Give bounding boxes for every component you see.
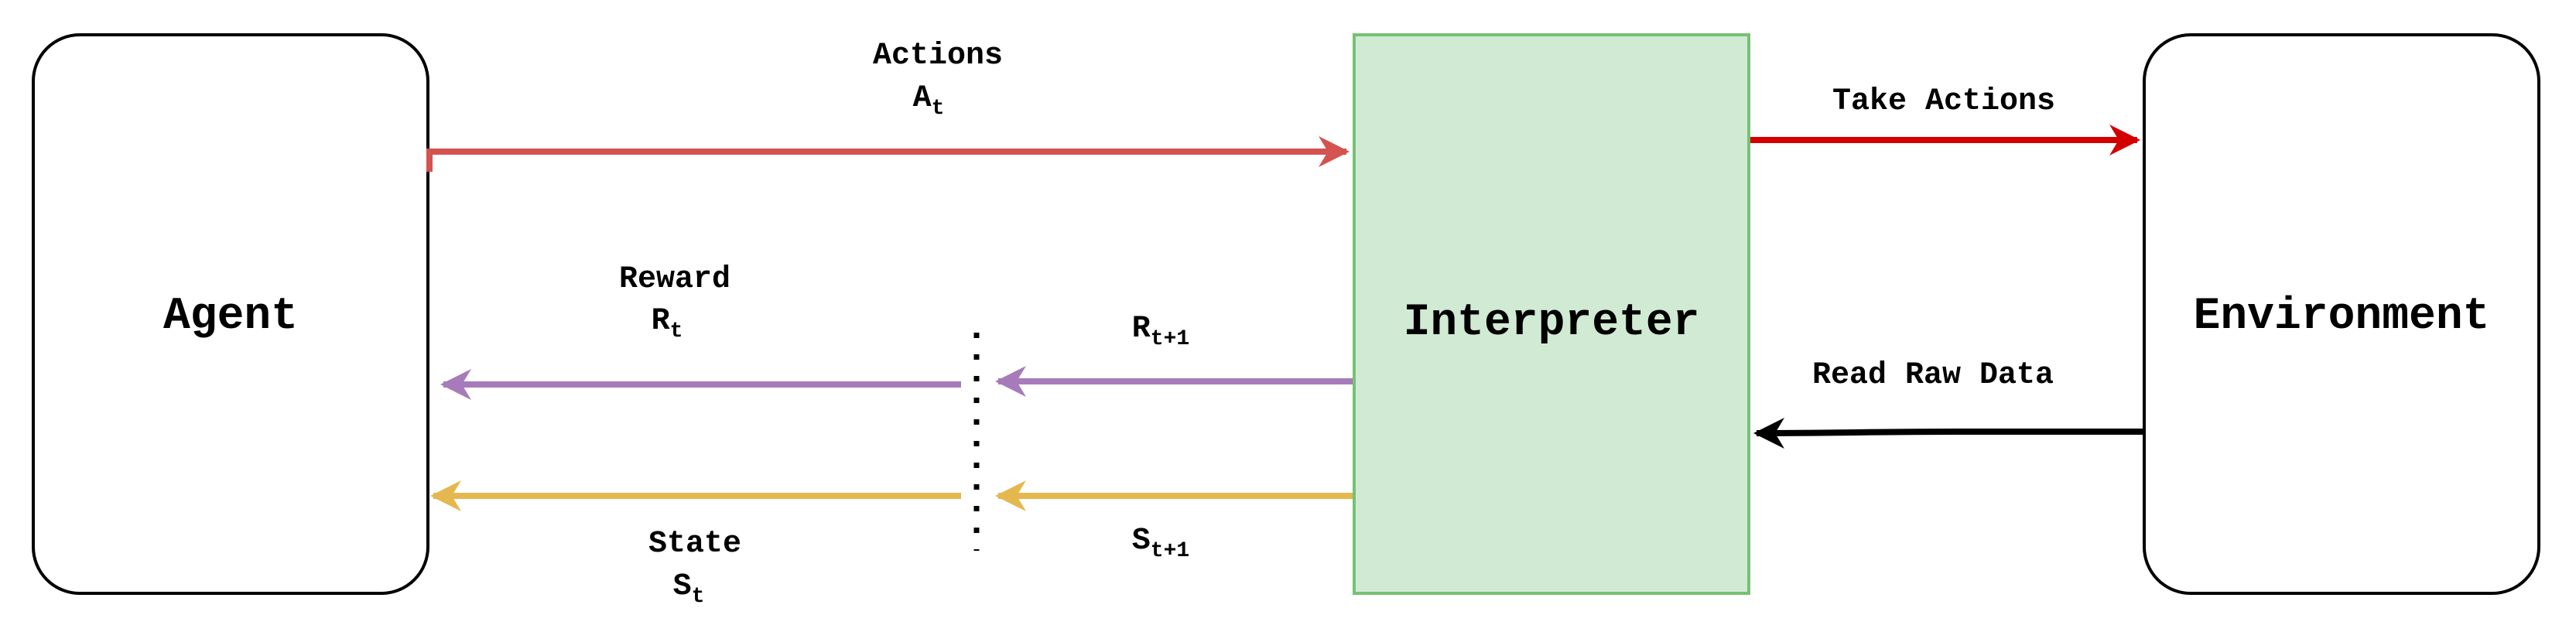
- environment-box: [2143, 33, 2540, 595]
- state-subscript: t: [692, 585, 705, 609]
- reward-next-symbol-letter: R: [1132, 312, 1151, 347]
- environment-label: Environment: [2194, 292, 2490, 342]
- interpreter-label: Interpreter: [1404, 298, 1700, 348]
- state-symbol-letter: S: [673, 569, 692, 604]
- read-raw-data-label: Read Raw Data: [1812, 358, 2054, 393]
- reward-next-symbol: Rt+1: [1132, 312, 1189, 351]
- reward-subscript: t: [670, 319, 683, 343]
- state-label: State: [648, 527, 741, 562]
- reward-symbol: Rt: [652, 304, 683, 343]
- actions-label: Actions: [873, 39, 1003, 73]
- reward-label: Reward: [619, 262, 730, 297]
- reward-symbol-letter: R: [652, 304, 670, 339]
- state-symbol: St: [673, 569, 705, 609]
- actions-symbol: At: [913, 81, 945, 121]
- state-next-symbol: St+1: [1132, 524, 1189, 563]
- actions-symbol-letter: A: [913, 81, 932, 116]
- actions-arrow: [426, 136, 1350, 172]
- read-raw-data-arrow: [1753, 417, 2144, 449]
- agent-label: Agent: [163, 292, 298, 342]
- state-next-subscript: t+1: [1151, 539, 1189, 563]
- reward-next-subscript: t+1: [1151, 327, 1189, 351]
- interpreter-box: [1353, 33, 1750, 595]
- agent-box: [32, 33, 429, 595]
- state-next-symbol-letter: S: [1132, 524, 1151, 559]
- take-actions-label: Take Actions: [1832, 84, 2055, 119]
- actions-subscript: t: [932, 97, 945, 121]
